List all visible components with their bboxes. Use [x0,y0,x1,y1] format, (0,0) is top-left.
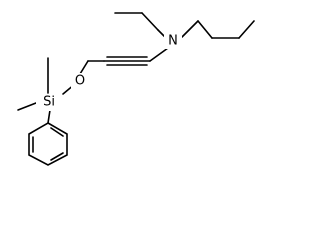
silicon-label-bg [36,94,62,111]
bond-si-methyl-left [17,102,37,111]
oxygen-label-bg [71,73,88,89]
nitrogen-label: N [168,34,178,49]
phenyl-double-2 [50,152,64,161]
bond-butyl2-4 [238,20,255,39]
bond-butyl2-1 [181,20,199,38]
bond-butyl2-2 [197,20,213,39]
phenyl-ring [28,122,68,166]
molecule-structure-diagram: N O Si [17,12,255,166]
silicon-label: Si [43,95,55,110]
bond-ch2-o-2 [79,60,89,75]
bond-si-phenyl [47,109,51,124]
bond-n-ch2 [149,47,169,62]
bond-butyl1-3 [157,29,166,38]
bond-butyl1-2 [141,12,159,31]
nitrogen-label-bg [164,33,182,49]
phenyl-double-1 [50,127,64,137]
oxygen-label: O [75,74,85,89]
